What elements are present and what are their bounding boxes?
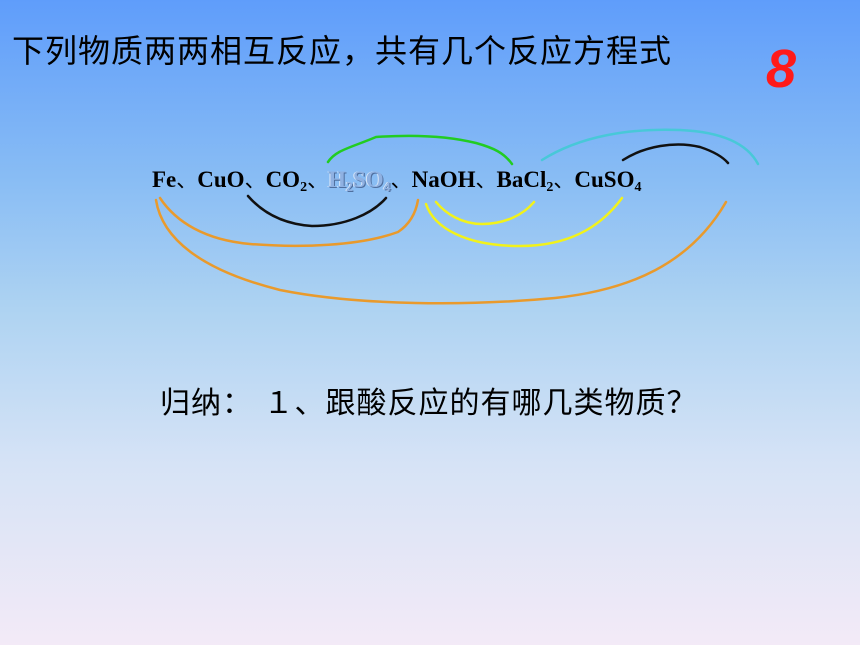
bacl2-subscript: 2 xyxy=(546,180,554,195)
substance-fe: Fe xyxy=(152,167,177,192)
separator: 、 xyxy=(244,168,266,192)
separator: 、 xyxy=(390,168,412,192)
h2so4-so: SO xyxy=(352,167,384,192)
separator: 、 xyxy=(475,168,497,192)
arc-fe-cuso4 xyxy=(154,198,728,305)
substance-naoh: NaOH xyxy=(411,167,476,192)
separator: 、 xyxy=(307,168,329,192)
arc-h2so4-cuso4 xyxy=(540,128,760,166)
substance-bacl2: BaCl2 xyxy=(496,167,554,195)
arc-h2so4-bacl2 xyxy=(424,196,624,248)
slide-title: 下列物质两两相互反应，共有几个反应方程式 xyxy=(12,32,673,70)
bacl2-base: BaCl xyxy=(496,167,547,192)
co2-subscript: 2 xyxy=(300,180,308,195)
substance-cuo: CuO xyxy=(197,167,245,192)
substance-co2: CO2 xyxy=(265,167,308,195)
cuso4-subscript: 4 xyxy=(634,180,642,195)
arc-h2so4-naoh xyxy=(434,200,536,226)
arc-co2-naoh xyxy=(326,134,514,166)
substance-cuso4: CuSO4 xyxy=(574,167,642,195)
answer-number: 8 xyxy=(766,39,797,99)
h2so4-subscript-2: 2 xyxy=(345,180,353,195)
arc-cuo-h2so4 xyxy=(246,194,388,228)
h2so4-subscript-4: 4 xyxy=(383,180,391,195)
separator: 、 xyxy=(553,168,575,192)
substance-list: Fe、CuO、CO2、H2SO4、NaOH、BaCl2、CuSO4 xyxy=(152,164,641,196)
arc-fe-h2so4 xyxy=(158,196,420,248)
cuso4-base: CuSO xyxy=(574,167,635,192)
co2-base: CO xyxy=(265,167,301,192)
h2so4-h: H xyxy=(328,167,346,192)
separator: 、 xyxy=(176,168,198,192)
substance-h2so4: H2SO4 xyxy=(328,167,391,195)
arc-bacl2-cuso4 xyxy=(621,143,730,165)
summary-question: 归纳： １、跟酸反应的有哪几类物质？ xyxy=(160,386,698,421)
